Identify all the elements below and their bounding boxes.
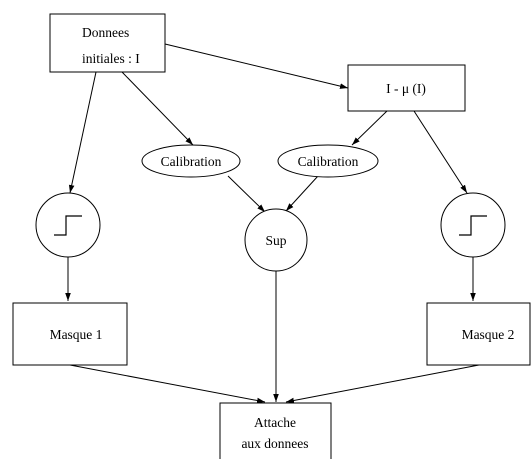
step-function-icon: [54, 215, 82, 236]
masque1-label: Masque 1: [50, 327, 103, 342]
calibration-right-ellipse: [277, 144, 379, 178]
attache-label-line1: Attache: [254, 415, 296, 430]
node-threshold-left: [35, 192, 101, 258]
attache-label-line2: aux donnees: [241, 436, 308, 451]
step-function-icon: [459, 215, 487, 236]
masque1-box: [12, 302, 128, 366]
node-attache-aux-donnees: Attache aux donnees: [219, 402, 332, 459]
node-calibration-left: Calibration: [141, 144, 241, 178]
donnees-box: [49, 13, 166, 73]
node-sup: Sup: [244, 208, 308, 272]
calibration-left-ellipse: [141, 144, 241, 178]
masque2-label: Masque 2: [462, 327, 515, 342]
edge-calibration-right-sup: [285, 175, 319, 212]
imu-label: I - μ (I): [386, 81, 426, 96]
attache-box: [219, 402, 332, 459]
node-masque-2: Masque 2: [426, 302, 531, 366]
edge-masque1-attache: [69, 364, 266, 404]
edge-donnees-calibration-left: [121, 71, 194, 146]
edge-donnees-imu: [164, 43, 349, 89]
threshold-left-circle: [35, 192, 101, 258]
edge-masque2-attache: [285, 364, 480, 404]
node-i-minus-mu: I - μ (I): [347, 64, 466, 112]
sup-circle: [244, 208, 308, 272]
edge-imu-calibration-right: [351, 110, 388, 146]
calibration-left-label: Calibration: [161, 154, 222, 169]
node-masque-1: Masque 1: [12, 302, 128, 366]
sup-label: Sup: [265, 233, 286, 248]
edges: [65, 43, 480, 404]
donnees-label-line2: initiales : I: [82, 51, 140, 66]
edge-calibration-left-sup: [227, 175, 266, 213]
calibration-right-label: Calibration: [298, 154, 359, 169]
node-calibration-right: Calibration: [277, 144, 379, 178]
node-donnees-initiales: Donnees initiales : I: [49, 13, 166, 73]
donnees-label-line1: Donnees: [82, 25, 129, 40]
edge-donnees-step-left: [68, 71, 97, 194]
imu-box: [347, 64, 466, 112]
edge-imu-step-right: [413, 110, 468, 194]
threshold-right-circle: [440, 192, 506, 258]
node-threshold-right: [440, 192, 506, 258]
masque2-box: [426, 302, 531, 366]
